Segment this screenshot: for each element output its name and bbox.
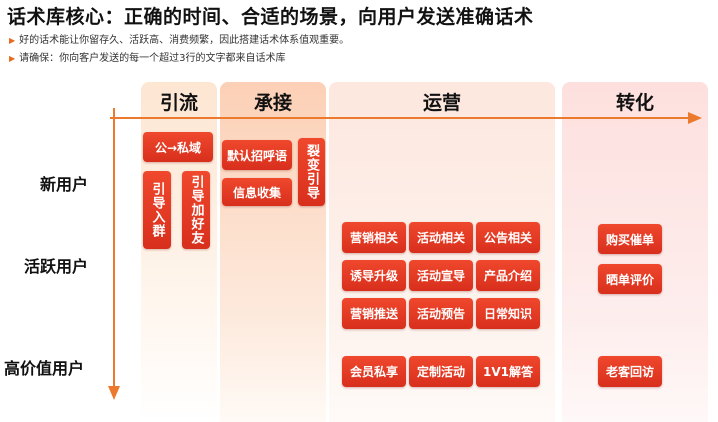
tag-marketing-push: 营销推送: [342, 298, 406, 329]
bullet-1: ▶好的话术能让你留存久、活跃高、消费频繁，因此搭建话术体系值观重要。: [9, 31, 349, 46]
row-label-active-user: 活跃用户: [24, 257, 89, 276]
tag-old-customer-revisit: 老客回访: [598, 356, 662, 387]
vertical-axis: [113, 108, 115, 388]
bullet-2: ▶请确保：你向客户发送的每一个超过3行的文字都来自话术库: [9, 49, 286, 64]
bullet-2-text: 请确保：你向客户发送的每一个超过3行的文字都来自话术库: [19, 53, 286, 64]
tag-announcement: 公告相关: [476, 222, 540, 253]
tag-custom-activity: 定制活动: [409, 356, 473, 387]
tag-activity: 活动相关: [409, 222, 473, 253]
horizontal-axis: [110, 117, 690, 119]
tag-info-collection: 信息收集: [222, 178, 292, 206]
tag-public-to-private: 公→私域: [143, 132, 213, 162]
row-label-new-user: 新用户: [40, 175, 89, 194]
tag-marketing: 营销相关: [342, 222, 406, 253]
arrow-down-icon: [108, 386, 120, 400]
tag-product-intro: 产品介绍: [476, 260, 540, 291]
column-header-zhuanhua: 转化: [615, 92, 654, 114]
tag-fission-guide: 裂变引导: [298, 138, 325, 206]
column-header-chengjie: 承接: [253, 92, 292, 114]
tag-induce-upgrade: 诱导升级: [342, 260, 406, 291]
column-header-yunying: 运营: [422, 92, 461, 114]
tag-1v1-answer: 1V1解答: [476, 356, 540, 387]
column-header-yinliu: 引流: [159, 92, 198, 114]
arrow-right-icon: [688, 112, 702, 124]
tag-daily-knowledge: 日常知识: [476, 298, 540, 329]
bullet-1-text: 好的话术能让你留存久、活跃高、消费频繁，因此搭建话术体系值观重要。: [19, 35, 350, 46]
row-label-high-value-user: 高价值用户: [4, 359, 85, 378]
triangle-bullet-icon: ▶: [9, 36, 16, 45]
tag-purchase-reminder: 购买催单: [598, 224, 662, 254]
triangle-bullet-icon: ▶: [9, 54, 16, 63]
column-bg-chengjie: [220, 82, 326, 422]
tag-guide-join-group: 引导入群: [143, 171, 171, 249]
page-title: 话术库核心：正确的时间、合适的场景，向用户发送准确话术: [7, 6, 534, 28]
tag-guide-add-friend: 引导加好友: [182, 171, 210, 249]
tag-activity-promo: 活动宣导: [409, 260, 473, 291]
tag-activity-preview: 活动预告: [409, 298, 473, 329]
tag-review-share: 晒单评价: [598, 264, 662, 294]
tag-default-greeting: 默认招呼语: [222, 140, 292, 170]
tag-member-exclusive: 会员私享: [342, 356, 406, 387]
